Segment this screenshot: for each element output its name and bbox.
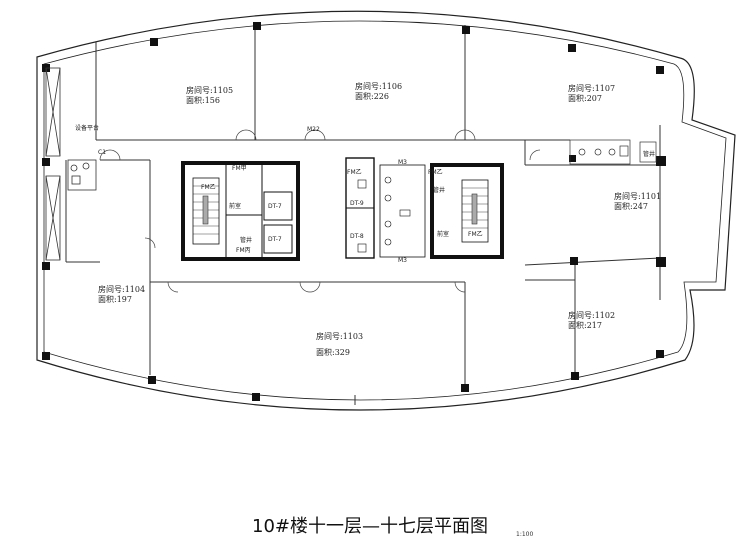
core-room-label: 管井	[240, 236, 252, 244]
equipment-platform-label: 设备平台	[75, 124, 99, 132]
room-area: 面积:156	[186, 95, 220, 105]
elevator-label: DT-7	[268, 236, 282, 243]
room-area: 面积:247	[614, 201, 648, 211]
drawing-title: 10#楼十一层—十七层平面图	[252, 516, 488, 537]
room-number: 房间号:1104	[98, 284, 145, 294]
equipment-platform	[45, 67, 97, 261]
core-left	[181, 161, 300, 261]
scale-note: 1:100	[516, 531, 534, 538]
room-area: 面积:226	[355, 91, 389, 101]
core-room-label: 前室	[437, 230, 449, 238]
washroom-right	[569, 139, 657, 165]
core-right	[345, 157, 504, 259]
building-outline	[36, 10, 736, 411]
door-tag: M3	[398, 159, 407, 166]
room-area: 面积:217	[568, 320, 602, 330]
fire-door-label: FM乙	[201, 184, 216, 191]
room-number: 房间号:1105	[186, 85, 233, 95]
room-number: 房间号:1107	[568, 83, 615, 93]
fire-door-label: FM乙	[428, 169, 443, 176]
door-tag: C1	[98, 149, 106, 156]
structural-columns	[42, 22, 666, 401]
room-area: 面积:207	[568, 93, 602, 103]
fire-door-label: FM甲	[232, 165, 247, 172]
room-area: 面积:329	[316, 347, 350, 357]
core-room-label: 管井	[433, 186, 445, 194]
room-area: 面积:197	[98, 294, 132, 304]
room-labels: 房间号:1105 面积:156 房间号:1106 面积:226 房间号:1107…	[98, 81, 661, 357]
elevator-label: DT-7	[268, 203, 282, 210]
door-tag: M3	[398, 257, 407, 264]
shaft-label: 管井	[643, 150, 655, 158]
room-number: 房间号:1101	[614, 191, 661, 201]
fire-door-label: FM乙	[468, 231, 483, 238]
door-swings	[99, 129, 541, 293]
partitions	[65, 22, 661, 405]
door-tag: M22	[307, 126, 320, 133]
elevator-label: DT-9	[350, 200, 364, 207]
fire-door-label: FM丙	[236, 247, 251, 254]
room-number: 房间号:1102	[568, 310, 615, 320]
elevator-label: DT-8	[350, 233, 364, 240]
room-number: 房间号:1106	[355, 81, 402, 91]
room-number: 房间号:1103	[316, 331, 363, 341]
fire-door-label: FM乙	[347, 169, 362, 176]
core-room-label: 前室	[229, 202, 241, 210]
